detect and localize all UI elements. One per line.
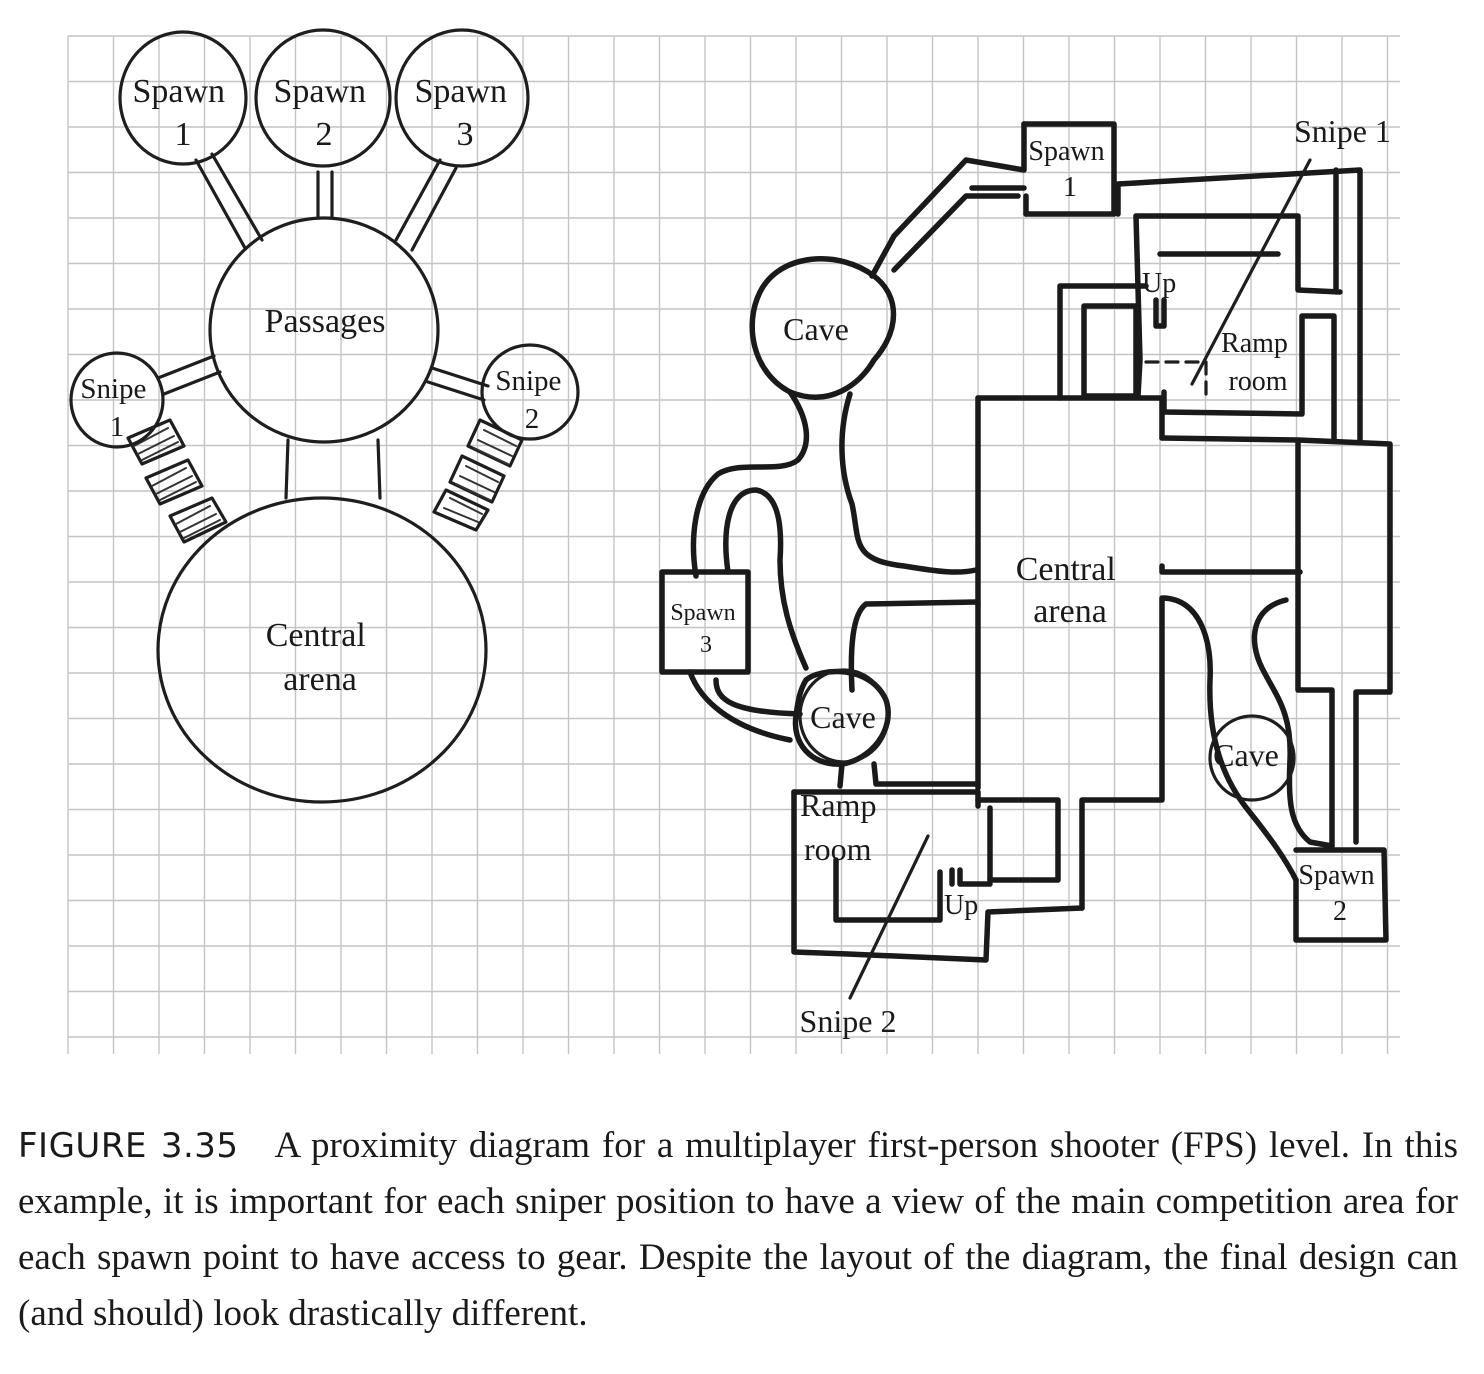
snipe1-pointer-line bbox=[1190, 158, 1312, 386]
snipe1-hatched-connector bbox=[126, 418, 228, 544]
svg-text:Central arena: Central arena bbox=[1016, 551, 1125, 630]
connector-spawn1-passages bbox=[194, 152, 264, 250]
right-central-arena-label-line1: Central bbox=[1016, 551, 1116, 588]
right-cave-circle bbox=[1208, 714, 1296, 802]
left-spawn2-label-line2: 2 bbox=[316, 116, 333, 153]
middle-cave-upper-passage bbox=[848, 599, 979, 693]
right-corridor-outer bbox=[1159, 435, 1393, 845]
spawn2-room-walls bbox=[1293, 847, 1389, 943]
right-top-ramp-room-label-line2: room bbox=[1228, 366, 1287, 397]
right-middle-cave-label: Cave bbox=[810, 699, 876, 735]
connector-passages-arena bbox=[284, 438, 382, 500]
right-spawn1-label-line1: Spawn bbox=[1028, 136, 1104, 167]
spawn2-bubble bbox=[254, 28, 392, 168]
svg-text:Snipe 1: Snipe 1 bbox=[80, 373, 153, 443]
middle-cave-circle bbox=[798, 668, 890, 764]
spawn3-room-walls bbox=[659, 569, 751, 675]
right-central-arena-label-line2: arena bbox=[1033, 593, 1107, 630]
left-snipe1-label-line2: 1 bbox=[110, 411, 125, 443]
top-ramp-dashed bbox=[1144, 360, 1208, 402]
svg-text:Spawn 2: Spawn 2 bbox=[1298, 860, 1381, 927]
passages-bubble bbox=[208, 216, 440, 444]
right-floor-plan: Spawn 1 Snipe 1 Cave Up Ramp room Centra… bbox=[659, 113, 1393, 1039]
right-bottom-up-label: Up bbox=[944, 890, 978, 921]
snipe2-hatched-connector bbox=[432, 418, 524, 532]
right-right-cave-label: Cave bbox=[1213, 737, 1279, 773]
caption-text: A proximity diagram for a multiplayer fi… bbox=[18, 1125, 1458, 1334]
top-small-room bbox=[1081, 303, 1139, 399]
right-snipe2-label: Snipe 2 bbox=[800, 1003, 897, 1039]
right-cave-right-passage bbox=[1251, 597, 1335, 849]
svg-text:Snipe 2: Snipe 2 bbox=[495, 365, 568, 435]
connector-spawn2-passages bbox=[316, 170, 334, 220]
top-ramp-steps bbox=[1153, 251, 1281, 329]
spawn3-lower-passage bbox=[687, 669, 803, 743]
figure-number: FIGURE 3.35 bbox=[18, 1126, 239, 1166]
snipe1-bubble bbox=[69, 351, 165, 449]
left-spawn1-label-line2: 1 bbox=[175, 116, 192, 153]
bottom-ramp-room-top bbox=[791, 789, 993, 883]
top-inner-corridor bbox=[1133, 167, 1343, 295]
right-spawn3-label-line2: 3 bbox=[700, 632, 712, 658]
bottom-ramp-connector bbox=[837, 761, 979, 789]
connector-snipe2-passages bbox=[426, 366, 490, 402]
right-corridor-inner bbox=[1295, 569, 1335, 849]
svg-text:Ramp room: Ramp room bbox=[800, 787, 884, 867]
left-snipe2-label-line2: 2 bbox=[525, 403, 540, 435]
snipe2-bubble bbox=[480, 343, 580, 441]
right-cave-left-passage bbox=[1161, 595, 1299, 883]
left-spawn2-label-line1: Spawn bbox=[273, 73, 366, 110]
spawn3-loop-passage bbox=[723, 487, 809, 671]
svg-text:Spawn 3: Spawn 3 bbox=[414, 73, 515, 153]
proximity-diagram-figure: Spawn 1 Spawn 2 Spawn 3 Passages Snipe 1… bbox=[67, 28, 1400, 1054]
svg-text:Spawn 2: Spawn 2 bbox=[273, 73, 374, 153]
left-spawn3-label-line1: Spawn bbox=[414, 73, 507, 110]
left-passages-label: Passages bbox=[265, 303, 386, 340]
connector-spawn3-passages bbox=[394, 158, 458, 252]
left-spawn3-label-line2: 3 bbox=[457, 116, 474, 153]
svg-text:Spawn 1: Spawn 1 bbox=[1028, 136, 1111, 203]
left-bubble-diagram: Spawn 1 Spawn 2 Spawn 3 Passages Snipe 1… bbox=[69, 28, 580, 804]
right-snipe1-label: Snipe 1 bbox=[1294, 113, 1391, 149]
top-cave-left-passage bbox=[690, 389, 810, 579]
svg-text:Spawn 1: Spawn 1 bbox=[132, 73, 233, 153]
left-spawn1-label-line1: Spawn bbox=[132, 73, 225, 110]
right-spawn3-label-line1: Spawn bbox=[670, 600, 735, 626]
spawn1-bubble bbox=[118, 30, 248, 166]
top-cave-right-passage bbox=[839, 391, 979, 575]
spawn1-top-corridor-wall bbox=[869, 121, 1027, 279]
spawn1-room-walls bbox=[1021, 121, 1117, 217]
right-spawn2-label-line2: 2 bbox=[1333, 896, 1347, 927]
left-snipe1-label-line1: Snipe bbox=[80, 373, 146, 405]
left-central-arena-label-line2: arena bbox=[283, 661, 357, 698]
top-ramp-room-outline bbox=[1161, 313, 1337, 443]
top-cave-outline bbox=[749, 256, 897, 400]
connector-snipe1-passages bbox=[156, 354, 222, 396]
left-central-arena-label-line1: Central bbox=[266, 617, 366, 654]
spawn1-lower-corridor-wall bbox=[891, 185, 1029, 273]
central-arena-bubble bbox=[156, 496, 488, 804]
right-spawn1-label-line2: 1 bbox=[1063, 172, 1077, 203]
right-top-up-label: Up bbox=[1142, 268, 1176, 299]
graph-paper-grid bbox=[67, 35, 1400, 1054]
snipe2-pointer-line bbox=[848, 834, 930, 1000]
right-spawn2-label-line1: Spawn bbox=[1298, 860, 1374, 891]
svg-text:Central arena: Central arena bbox=[266, 617, 375, 698]
svg-text:Spawn 3: Spawn 3 bbox=[670, 600, 741, 658]
svg-text:Ramp room: Ramp room bbox=[1221, 328, 1295, 397]
right-top-ramp-room-label-line1: Ramp bbox=[1221, 328, 1288, 359]
right-bottom-ramp-room-label-line1: Ramp bbox=[800, 787, 876, 823]
bottom-ramp-room-outer bbox=[791, 789, 1085, 963]
right-bottom-ramp-room-label-line2: room bbox=[804, 831, 872, 867]
left-snipe2-label-line1: Snipe bbox=[495, 365, 561, 397]
top-outer-corridor bbox=[1115, 167, 1363, 443]
spawn3-bubble bbox=[394, 28, 530, 168]
right-top-cave-label: Cave bbox=[783, 311, 849, 347]
central-arena-left-walls bbox=[975, 395, 1061, 883]
